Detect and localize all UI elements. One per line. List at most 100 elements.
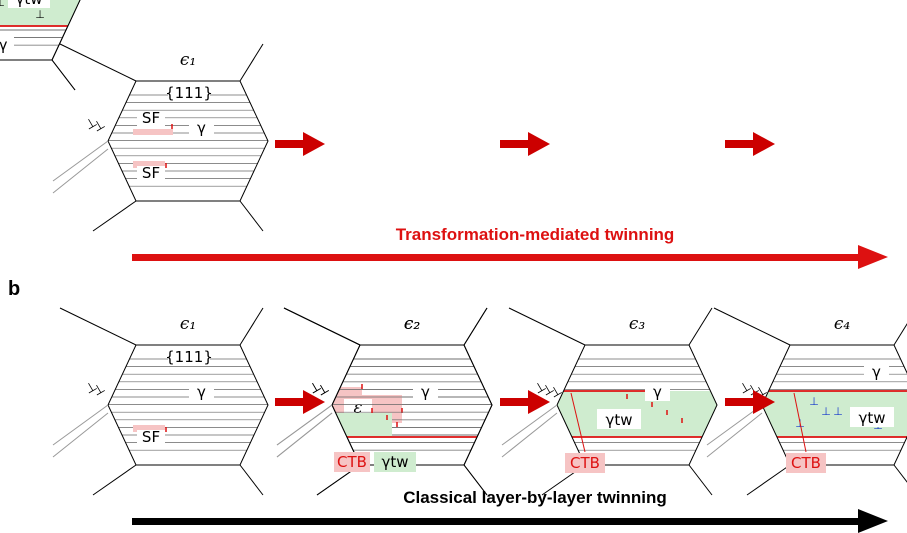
gamma-label-bg — [0, 36, 14, 54]
stage-arrow-head — [528, 390, 550, 414]
ctb-pointer — [570, 392, 586, 453]
sf-label-bg — [137, 111, 165, 127]
panel-a-banner: Transformation-mediated twinning — [396, 225, 675, 244]
strain-label: ϵ₁ — [180, 50, 196, 70]
stage-arrow — [275, 132, 325, 156]
stage-arrow — [725, 390, 775, 414]
stage-arrow — [275, 390, 325, 414]
slip-trace — [706, 404, 763, 446]
gamma-tw-label: γtw — [15, 0, 42, 8]
stage-arrow — [725, 132, 775, 156]
sf-label-bg — [137, 430, 165, 446]
grain-boundary — [893, 323, 907, 346]
stage-arrow-head — [303, 390, 325, 414]
gamma-label-bg — [645, 383, 670, 401]
sf-label-bg — [137, 166, 165, 182]
strain-label: ϵ₁ — [180, 314, 196, 334]
panel-b-row: ⊥⊥γεϵ₂⊥⊥⊥SFγγtwεCTBϵ₃⊥⊥⊥⊥⊥⊥⊥⊥⊥γε/SFγtwγC… — [0, 0, 907, 496]
hex-lattice — [108, 358, 268, 451]
stage-arrow-shaft — [725, 398, 755, 406]
stage-arrow-head — [753, 132, 775, 156]
plane-label-bg — [168, 350, 210, 366]
stage-arrow-shaft — [500, 398, 530, 406]
gamma-label-bg — [189, 383, 214, 401]
panel-a-progress-arrow — [132, 245, 888, 269]
gamma-tw-label-bg — [850, 407, 894, 427]
gamma-tw-label: γtw — [858, 409, 885, 427]
slip-trace — [52, 404, 109, 446]
slip-trace — [501, 412, 558, 458]
grain-boundary — [239, 307, 264, 346]
plane-label: {111} — [165, 348, 213, 366]
gamma-label: γ — [872, 363, 881, 381]
grain-boundary — [59, 307, 137, 346]
grain-boundary — [239, 464, 264, 496]
grain-boundary — [713, 307, 791, 346]
dislocation-symbol: ⊥ — [35, 8, 45, 21]
epsilon-label: ε — [353, 398, 362, 418]
sf-label: SF — [142, 428, 160, 446]
hex-lattice — [557, 358, 717, 451]
slip-trace — [52, 140, 109, 182]
gamma-tw-label: γtw — [605, 411, 632, 429]
stage-arrow-shaft — [275, 140, 305, 148]
grain-boundary — [92, 200, 137, 232]
slip-trace — [52, 148, 109, 194]
slip-trace — [276, 412, 333, 458]
grain-boundary — [92, 464, 137, 496]
gamma-label-bg — [413, 383, 438, 401]
stacking-fault — [133, 129, 173, 135]
plane-label: {111} — [165, 84, 213, 102]
grain-boundary — [508, 307, 586, 346]
slip-trace — [52, 412, 109, 458]
grain-boundary — [893, 464, 907, 483]
grain-boundary — [59, 43, 137, 82]
stage-0-3: ⊥⊥⊥⊥⊥⊥⊥⊥⊥γε/SFγtwγCTBϵ₄ — [0, 0, 81, 91]
grain-boundary — [463, 464, 488, 496]
stage-arrow — [500, 390, 550, 414]
strain-label: ϵ₃ — [629, 314, 646, 334]
grain-boundary — [746, 464, 791, 496]
gamma-tw-bg — [374, 452, 416, 472]
gamma-label: γ — [421, 383, 430, 401]
slip-trace — [501, 404, 558, 446]
hex-lattice — [332, 358, 492, 451]
stacking-fault — [133, 425, 165, 432]
gamma-tw-label: γtw — [381, 453, 408, 471]
grain-boundary — [239, 43, 264, 82]
gamma-tw-label-bg — [8, 0, 50, 8]
strain-label: ϵ₂ — [404, 314, 421, 334]
sf-label: SF — [142, 109, 160, 127]
grain-boundary — [688, 464, 713, 496]
panel-b-banner: Classical layer-by-layer twinning — [403, 488, 667, 507]
stage-arrow-head — [303, 132, 325, 156]
dislocation-symbol: ⊥ — [809, 395, 819, 408]
panel-b-letter: b — [8, 278, 20, 300]
epsilon-region — [332, 387, 362, 395]
slip-trace — [276, 404, 333, 446]
slip-trace — [706, 412, 763, 458]
ctb-label-bg — [786, 453, 826, 473]
grain-boundary — [688, 307, 713, 346]
sf-label: SF — [142, 164, 160, 182]
ctb-label: CTB — [337, 453, 367, 471]
ctb-label-bg — [565, 453, 605, 473]
ctb-label: CTB — [570, 454, 600, 472]
gamma-label-bg — [864, 363, 889, 381]
ctb-label: CTB — [791, 454, 821, 472]
stage-arrow-head — [528, 132, 550, 156]
stage-arrow-shaft — [275, 398, 305, 406]
gamma-label: γ — [197, 383, 206, 401]
stage-arrow-shaft — [500, 140, 530, 148]
grain-boundary — [283, 307, 361, 346]
dislocation-symbol: ⊥ — [0, 0, 5, 9]
plane-label-bg — [168, 86, 210, 102]
stacking-fault — [133, 161, 165, 168]
panel-b-progress-arrow — [132, 509, 888, 533]
